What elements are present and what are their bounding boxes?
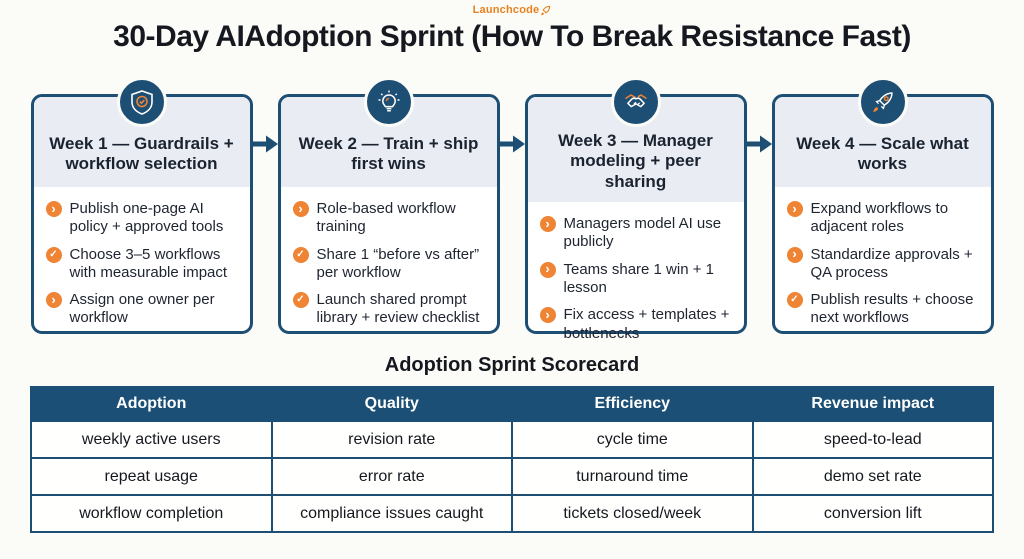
column-header-revenue-impact: Revenue impact (751, 386, 994, 422)
list-item-text: Publish results + choose next workflows (810, 291, 974, 327)
week-2-items: Role-based workflow training Share 1 “be… (281, 187, 497, 328)
chevron-bullet-icon (45, 292, 62, 309)
table-cell: compliance issues caught (270, 494, 513, 533)
list-item: Publish results + choose next workflows (786, 291, 983, 328)
shield-check-icon (116, 77, 167, 127)
chevron-bullet-icon (539, 216, 556, 233)
check-bullet-icon (292, 292, 309, 309)
list-item: Assign one owner per workflow (45, 291, 242, 328)
brand-logo: Launchcode (0, 0, 1024, 16)
list-item-text: Choose 3–5 workflows with measurable imp… (69, 245, 228, 281)
list-item-text: Managers model AI use publicly (563, 215, 722, 251)
list-item-text: Share 1 “before vs after” per workflow (316, 245, 480, 281)
list-item-text: Expand workflows to adjacent roles (810, 200, 949, 236)
flow-arrow-icon (252, 133, 278, 155)
check-bullet-icon (292, 246, 309, 263)
week-cards-row: Week 1 — Guardrails + workflow selection… (30, 77, 994, 342)
scorecard-table: Adoption Quality Efficiency Revenue impa… (30, 386, 994, 533)
week-2-title: Week 2 — Train + ship first wins (298, 133, 479, 173)
list-item: Expand workflows to adjacent roles (786, 200, 983, 237)
table-cell: tickets closed/week (511, 494, 754, 533)
chevron-bullet-icon (45, 201, 62, 217)
week-3-header: Week 3 — Manager modeling + peer sharing (527, 97, 744, 203)
scorecard-title: Adoption Sprint Scorecard (384, 354, 640, 376)
table-cell: revision rate (270, 420, 513, 459)
list-item-text: Standardize approvals + QA process (810, 245, 973, 281)
list-item-text: Assign one owner per workflow (69, 291, 215, 327)
list-item-text: Teams share 1 win + 1 lesson (563, 260, 715, 297)
list-item: Role-based workflow training (292, 200, 489, 237)
list-item: Share 1 “before vs after” per workflow (292, 245, 489, 283)
column-header-adoption: Adoption (30, 386, 273, 422)
table-cell: demo set rate (751, 457, 994, 496)
list-item: Managers model AI use publicly (539, 215, 736, 252)
week-1-items: Publish one-page AI policy + approved to… (34, 187, 250, 328)
check-bullet-icon (45, 246, 62, 263)
page-title: 30-Day AIAdoption Sprint (How To Break R… (113, 20, 911, 53)
week-1-card: Week 1 — Guardrails + workflow selection… (30, 77, 253, 334)
rocket-icon (857, 77, 908, 127)
table-cell: error rate (270, 457, 513, 496)
week-4-card: Week 4 — Scale what works Expand workflo… (771, 77, 994, 334)
scorecard-header-row: Adoption Quality Efficiency Revenue impa… (30, 386, 994, 422)
table-cell: cycle time (511, 420, 754, 459)
column-header-quality: Quality (270, 386, 513, 422)
week-1-title: Week 1 — Guardrails + workflow selection (49, 133, 234, 173)
chevron-bullet-icon (786, 246, 803, 263)
list-item-text: Fix access + templates + bottlenecks (563, 306, 730, 342)
table-cell: workflow completion (30, 494, 273, 533)
table-cell: repeat usage (30, 457, 273, 496)
column-header-efficiency: Efficiency (511, 386, 754, 422)
flow-arrow-icon (746, 133, 772, 155)
week-2-card: Week 2 — Train + ship first wins Role-ba… (277, 77, 500, 334)
week-3-items: Managers model AI use publicly Teams sha… (528, 202, 744, 343)
table-cell: speed-to-lead (751, 420, 994, 459)
week-3-title: Week 3 — Manager modeling + peer sharing (558, 131, 713, 191)
flow-arrow-icon (499, 133, 525, 155)
chevron-bullet-icon (786, 201, 803, 217)
table-row: weekly active users revision rate cycle … (30, 420, 994, 459)
chevron-bullet-icon (539, 307, 556, 324)
brand-logo-text: Launchcode (472, 4, 540, 16)
week-4-items: Expand workflows to adjacent roles Stand… (775, 187, 991, 328)
chevron-bullet-icon (292, 201, 309, 217)
table-cell: weekly active users (30, 420, 273, 459)
check-bullet-icon (786, 292, 803, 309)
list-item-text: Role-based workflow training (316, 200, 456, 236)
week-4-title: Week 4 — Scale what works (796, 133, 969, 173)
table-cell: turnaround time (511, 457, 754, 496)
list-item: Teams share 1 win + 1 lesson (539, 260, 736, 298)
list-item: Fix access + templates + bottlenecks (539, 306, 736, 343)
list-item: Publish one-page AI policy + approved to… (45, 200, 242, 237)
list-item-text: Launch shared prompt library + review ch… (316, 291, 480, 327)
table-row: repeat usage error rate turnaround time … (30, 457, 994, 496)
list-item: Standardize approvals + QA process (786, 245, 983, 283)
chevron-bullet-icon (539, 261, 556, 278)
list-item: Launch shared prompt library + review ch… (292, 291, 489, 328)
handshake-icon (610, 77, 661, 127)
week-3-card: Week 3 — Manager modeling + peer sharing… (524, 77, 747, 342)
list-item-text: Publish one-page AI policy + approved to… (69, 200, 224, 236)
table-row: workflow completion compliance issues ca… (30, 494, 994, 533)
logo-rocket-icon (541, 5, 551, 15)
list-item: Choose 3–5 workflows with measurable imp… (45, 245, 242, 283)
table-cell: conversion lift (751, 494, 994, 533)
lightbulb-icon (363, 77, 414, 127)
